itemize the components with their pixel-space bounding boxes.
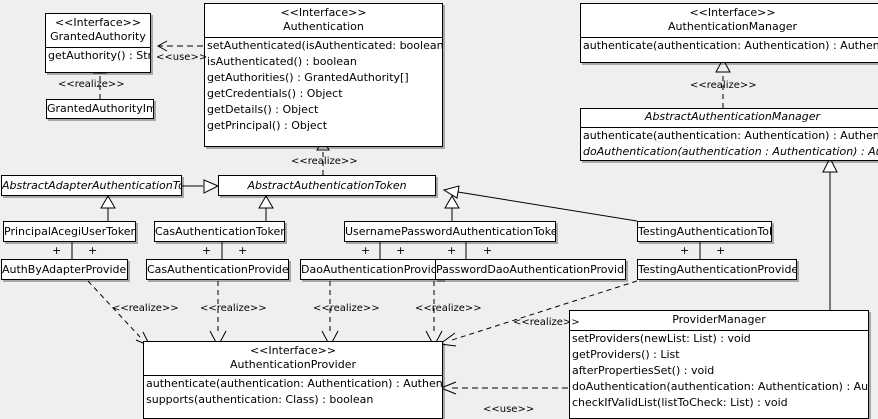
edge-label-realize-grantedauthorityimpl: <<realize>> xyxy=(58,79,125,90)
association-end-plus: + xyxy=(52,244,62,257)
edge-label-realize-abstractauthenticationtoken: <<realize>> xyxy=(291,156,358,167)
class-abstract-authentication-manager[interactable]: AbstractAuthenticationManager authentica… xyxy=(580,108,878,161)
stereotype-interface: <<Interface>> xyxy=(54,16,142,29)
class-abstract-authentication-token[interactable]: AbstractAuthenticationToken xyxy=(218,175,436,196)
class-header: <<Interface>> GrantedAuthority xyxy=(46,14,150,47)
class-name: AuthenticationManager xyxy=(668,20,797,33)
operation: getAuthorities() : GrantedAuthority[] xyxy=(207,71,409,84)
operation: getProviders() : List xyxy=(572,348,680,361)
class-granted-authority[interactable]: <<Interface>> GrantedAuthority getAuthor… xyxy=(45,13,151,73)
edge-label-realize-daoauthenticationprovider: <<realize>> xyxy=(313,303,380,314)
class-auth-by-adapter-provider[interactable]: AuthByAdapterProvider xyxy=(1,259,128,280)
class-header: ProviderManager xyxy=(570,311,868,330)
divider xyxy=(581,127,878,128)
operation: getDetails() : Object xyxy=(207,103,319,116)
edge-casauthenticationtoken-extends-abstractauthenticationtoken xyxy=(258,195,274,221)
edge-testingauthenticationtoken-extends-abstractauthenticationtoken xyxy=(442,185,638,222)
stereotype-interface: <<Interface>> xyxy=(689,6,776,19)
operation: getPrincipal() : Object xyxy=(207,119,328,132)
divider xyxy=(570,330,868,331)
operation: getAuthority() : String xyxy=(48,49,151,62)
association-end-plus: + xyxy=(202,244,212,257)
stereotype-interface: <<Interface>> xyxy=(249,344,337,357)
operations-compartment: authenticate(authentication: Authenticat… xyxy=(144,376,442,408)
class-header: <<Interface>> AuthenticationProvider xyxy=(144,342,442,375)
class-dao-authentication-provider[interactable]: DaoAuthenticationProvider xyxy=(300,259,443,280)
association-end-plus: + xyxy=(361,244,371,257)
association-end-plus: + xyxy=(396,244,406,257)
operation: authenticate(authentication: Authenticat… xyxy=(583,129,878,142)
association-end-plus: + xyxy=(88,244,98,257)
operation: setAuthenticated(isAuthenticated: boolea… xyxy=(207,39,443,52)
edge-label-realize-authbyadapterprovider: <<realize>> xyxy=(112,303,179,314)
stereotype-interface: <<Interface>> xyxy=(280,6,367,19)
operation: authenticate(authentication: Authenticat… xyxy=(146,377,443,390)
edge-label-realize-casauthenticationprovider: <<realize>> xyxy=(200,303,267,314)
class-authentication-provider[interactable]: <<Interface>> AuthenticationProvider aut… xyxy=(143,341,443,419)
edge-label-use-authentication-grantedauthority: <<use>> xyxy=(156,52,208,63)
edge-providermanager-extends-abstractauthenticationmanager xyxy=(822,156,838,310)
operations-compartment: authenticate(authentication: Authenticat… xyxy=(581,38,878,54)
class-name: AuthenticationProvider xyxy=(229,358,357,371)
class-name: AbstractAuthenticationManager xyxy=(644,110,821,123)
edge-usernamepasswordtoken-extends-abstractauthenticationtoken xyxy=(444,195,460,221)
class-cas-authentication-provider[interactable]: CasAuthenticationProvider xyxy=(146,259,289,280)
class-authentication[interactable]: <<Interface>> Authentication setAuthenti… xyxy=(204,3,443,147)
operation: afterPropertiesSet() : void xyxy=(572,364,715,377)
edge-label-realize-abstractauthenticationmanager: <<realize>> xyxy=(690,80,757,91)
class-name: ProviderManager xyxy=(672,313,766,326)
divider xyxy=(205,37,442,38)
divider xyxy=(46,47,150,48)
class-header: <<Interface>> Authentication xyxy=(205,4,442,37)
class-authentication-manager[interactable]: <<Interface>> AuthenticationManager auth… xyxy=(580,3,878,63)
association-end-plus: + xyxy=(716,244,726,257)
operations-compartment: getAuthority() : String xyxy=(46,48,150,64)
operation: checkIfValidList(listToCheck: List) : vo… xyxy=(572,396,788,409)
operation: doAuthentication(authentication: Authent… xyxy=(572,380,869,393)
class-name: GrantedAuthority xyxy=(50,30,146,43)
operation: doAuthentication(authentication : Authen… xyxy=(583,145,878,158)
class-provider-manager[interactable]: ProviderManager setProviders(newList: Li… xyxy=(569,310,869,419)
association-end-plus: + xyxy=(680,244,690,257)
class-cas-authentication-token[interactable]: CasAuthenticationToken xyxy=(154,221,285,242)
class-principal-acegi-user-token[interactable]: PrincipalAcegiUserToken xyxy=(3,221,136,242)
edge-providermanager-uses-authenticationprovider xyxy=(440,381,568,395)
operation: getCredentials() : Object xyxy=(207,87,343,100)
operation: setProviders(newList: List) : void xyxy=(572,332,751,345)
edge-label-realize-passworddaoprovider: <<realize>> xyxy=(415,303,482,314)
class-name: Authentication xyxy=(283,20,364,33)
edge-principalacegiusertoken-extends-abstractadaptertoken xyxy=(100,195,116,221)
operations-compartment: setProviders(newList: List) : void getPr… xyxy=(570,331,868,411)
class-username-password-authentication-token[interactable]: UsernamePasswordAuthenticationToken xyxy=(344,221,556,242)
divider xyxy=(144,375,442,376)
edge-label-use-providermanager: <<use>> xyxy=(483,404,535,415)
association-end-plus: + xyxy=(483,244,493,257)
operation: isAuthenticated() : boolean xyxy=(207,55,357,68)
edge-abstractadaptertoken-extends-abstractauthenticationtoken xyxy=(182,179,220,194)
operation: supports(authentication: Class) : boolea… xyxy=(146,393,374,406)
class-testing-authentication-provider[interactable]: TestingAuthenticationProvider xyxy=(637,259,797,280)
class-granted-authority-impl[interactable]: GrantedAuthorityImpl xyxy=(46,99,154,119)
association-end-plus: + xyxy=(447,244,457,257)
divider xyxy=(581,37,878,38)
operations-compartment: setAuthenticated(isAuthenticated: boolea… xyxy=(205,38,442,134)
operation: authenticate(authentication: Authenticat… xyxy=(583,39,878,52)
class-password-dao-authentication-provider[interactable]: PasswordDaoAuthenticationProvider xyxy=(435,259,626,280)
class-header: <<Interface>> AuthenticationManager xyxy=(581,4,878,37)
edge-label-realize-testingauthenticationprovider: <<realize>> xyxy=(513,317,580,328)
class-testing-authentication-token[interactable]: TestingAuthenticationToken xyxy=(637,221,772,242)
association-end-plus: + xyxy=(238,244,248,257)
class-header: AbstractAuthenticationManager xyxy=(581,109,878,127)
operations-compartment: authenticate(authentication: Authenticat… xyxy=(581,128,878,160)
class-abstract-adapter-authentication-token[interactable]: AbstractAdapterAuthenticationToken xyxy=(1,175,182,196)
